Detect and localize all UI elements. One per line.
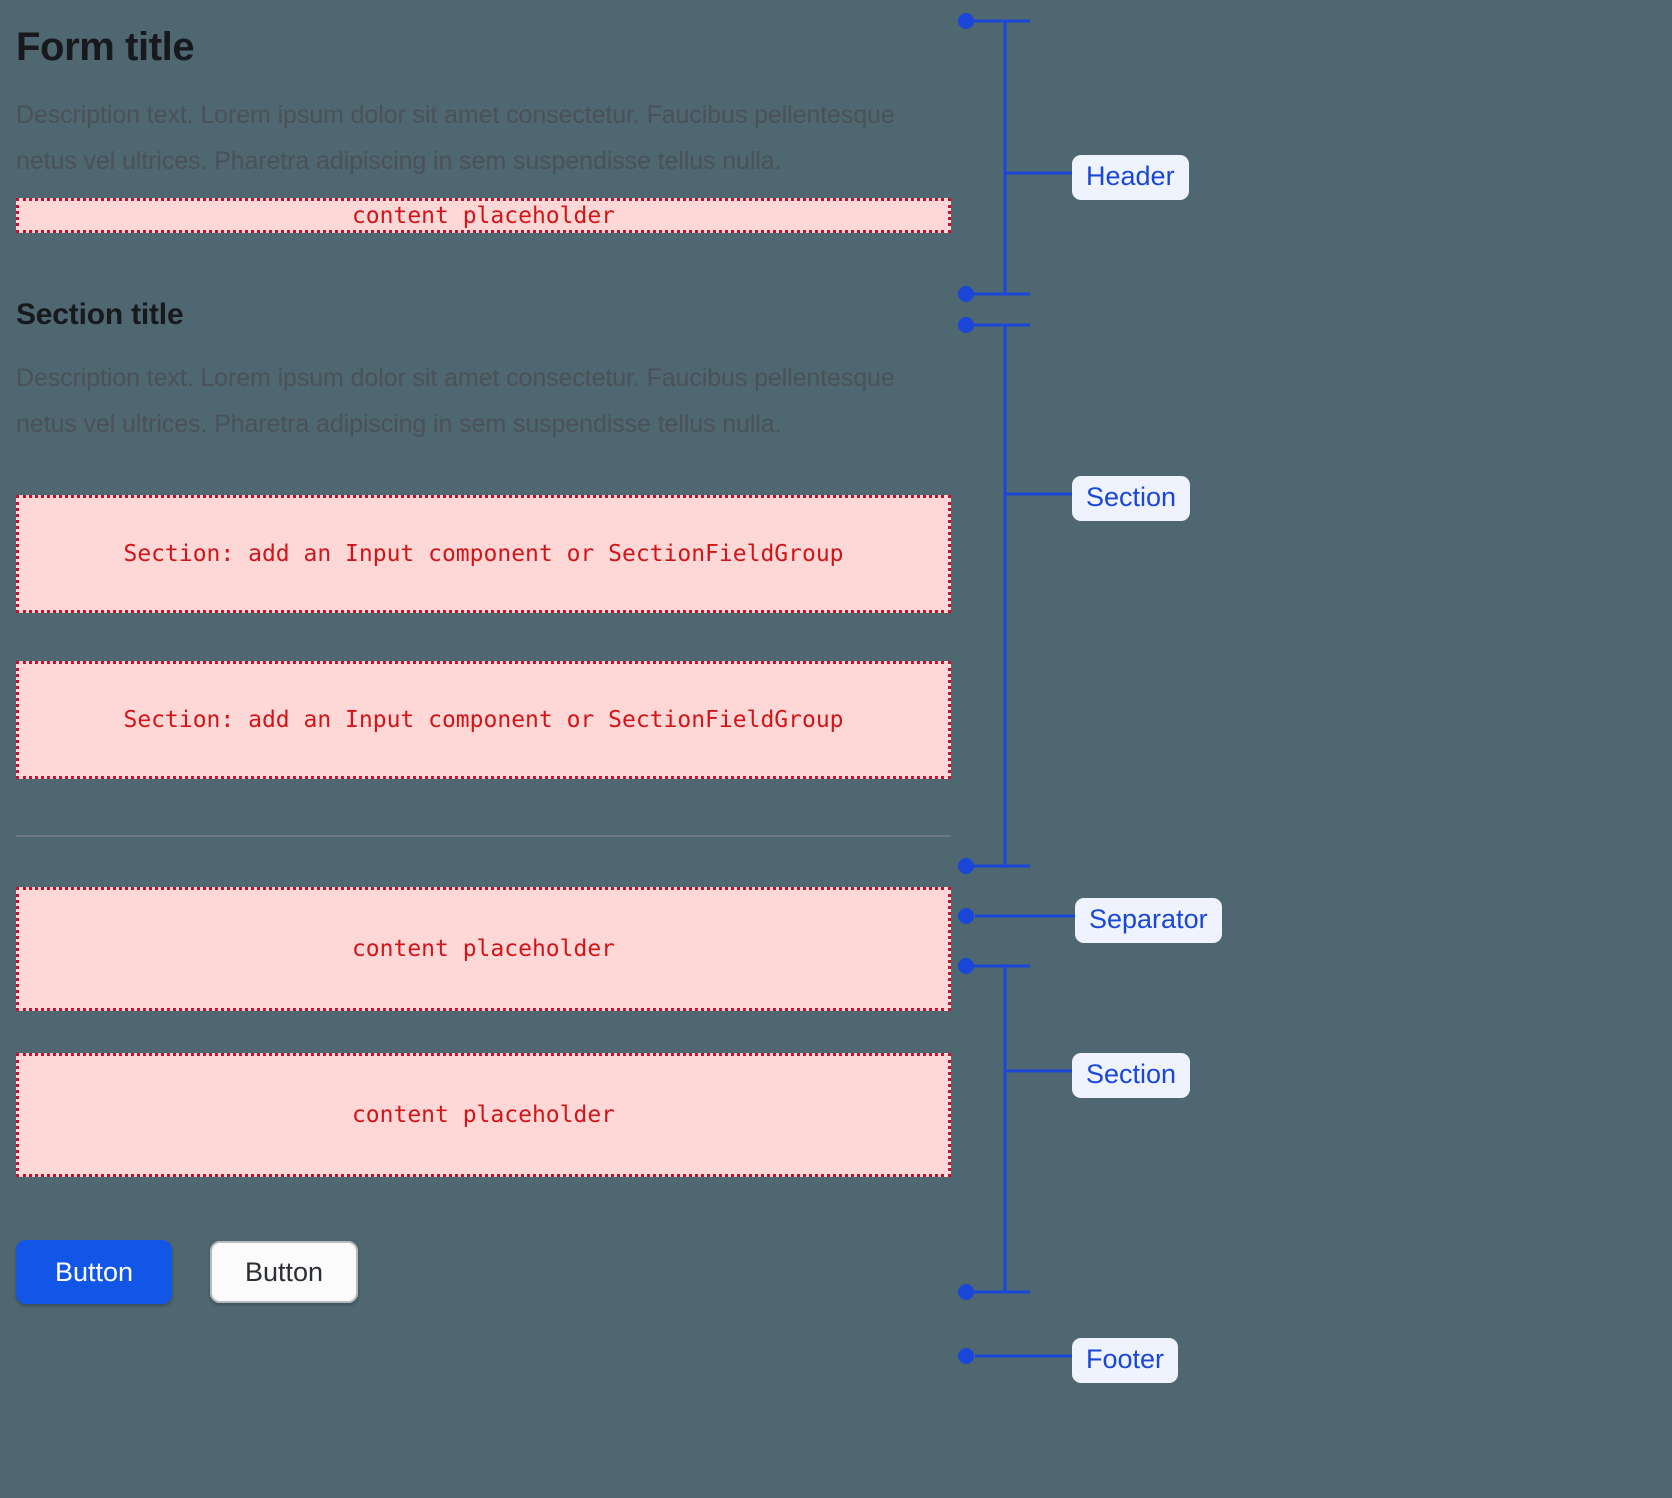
annotation-label-section-two[interactable]: Section [1072,1053,1191,1099]
header-placeholder-label: content placeholder [351,202,616,229]
section-one-description: Description text. Lorem ipsum dolor sit … [16,364,895,438]
form-header-block: Form title Description text. Lorem ipsum… [16,0,1016,233]
section-two-block: content placeholder content placeholder [16,887,1016,1177]
annotation-label-separator[interactable]: Separator [1075,898,1222,944]
section-two-placeholder-label-2: content placeholder [351,1102,616,1128]
primary-button[interactable]: Button [16,1240,172,1304]
section-two-placeholder-label-1: content placeholder [351,936,616,962]
annotation-label-footer[interactable]: Footer [1072,1338,1179,1384]
section-two-content-placeholder-2[interactable]: content placeholder [16,1053,951,1177]
section-one-block: Section title Description text. Lorem ip… [16,297,1016,779]
annotation-label-section-one[interactable]: Section [1072,476,1191,522]
section-one-title: Section title [16,298,184,331]
section-one-field-placeholder-1[interactable]: Section: add an Input component or Secti… [16,495,951,613]
form-separator [16,835,951,837]
anchor-dot-footer [958,1348,974,1364]
section-one-placeholder-label-2: Section: add an Input component or Secti… [123,707,844,733]
section-two-content-placeholder-1[interactable]: content placeholder [16,887,951,1011]
annotation-label-header[interactable]: Header [1072,155,1189,201]
secondary-button[interactable]: Button [210,1241,358,1303]
section-one-field-placeholder-2[interactable]: Section: add an Input component or Secti… [16,661,951,779]
form-column: Form title Description text. Lorem ipsum… [16,0,1016,1304]
page-title: Form title [16,25,195,69]
section-one-placeholder-label-1: Section: add an Input component or Secti… [123,541,844,567]
header-content-placeholder[interactable]: content placeholder [16,198,951,233]
form-footer: Button Button [16,1240,1016,1304]
form-header-description: Description text. Lorem ipsum dolor sit … [16,101,895,175]
